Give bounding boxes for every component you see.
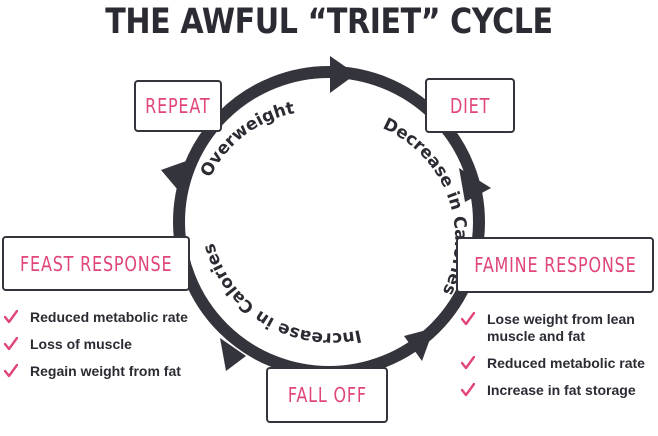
stage-feast: FEAST RESPONSE — [2, 236, 190, 291]
feast-effect-text: Regain weight from fat — [30, 363, 181, 379]
check-icon — [461, 356, 475, 370]
feast-effect-text: Loss of muscle — [30, 336, 132, 352]
stage-repeat: REPEAT — [134, 80, 222, 132]
check-icon — [461, 383, 475, 397]
stage-fall-off-label: FALL OFF — [287, 383, 367, 407]
stage-diet-label: DIET — [449, 93, 491, 118]
stage-fall-off: FALL OFF — [266, 367, 388, 423]
check-icon — [4, 310, 18, 324]
stage-feast-label: FEAST RESPONSE — [19, 251, 173, 276]
feast-effects-list: Reduced metabolic rate Loss of muscle Re… — [4, 309, 204, 380]
list-item: Lose weight from lean muscle and fat — [461, 311, 656, 345]
stage-famine: FAMINE RESPONSE — [456, 237, 654, 293]
arrow-right-icon — [459, 168, 491, 202]
list-item: Increase in fat storage — [461, 382, 656, 399]
arrow-bottom-left-icon — [220, 338, 246, 371]
feast-effect-text: Reduced metabolic rate — [30, 309, 188, 325]
stage-famine-label: FAMINE RESPONSE — [473, 253, 637, 277]
famine-effect-text: Reduced metabolic rate — [487, 355, 645, 371]
arrow-bottom-right-icon — [404, 328, 434, 361]
list-item: Loss of muscle — [4, 336, 204, 353]
arrow-left-icon — [161, 160, 189, 196]
famine-effect-text: Lose weight from lean muscle and fat — [487, 311, 635, 344]
stage-repeat-label: REPEAT — [145, 94, 211, 118]
arrow-top-icon — [330, 56, 356, 93]
list-item: Reduced metabolic rate — [461, 355, 656, 372]
list-item: Reduced metabolic rate — [4, 309, 204, 326]
check-icon — [461, 312, 475, 326]
list-item: Regain weight from fat — [4, 363, 204, 380]
diagram-title: THE AWFUL “TRIET” CYCLE — [105, 2, 553, 42]
check-icon — [4, 364, 18, 378]
famine-effects-list: Lose weight from lean muscle and fat Red… — [461, 311, 656, 399]
famine-effect-text: Increase in fat storage — [487, 382, 636, 398]
check-icon — [4, 337, 18, 351]
stage-diet: DIET — [425, 78, 515, 133]
